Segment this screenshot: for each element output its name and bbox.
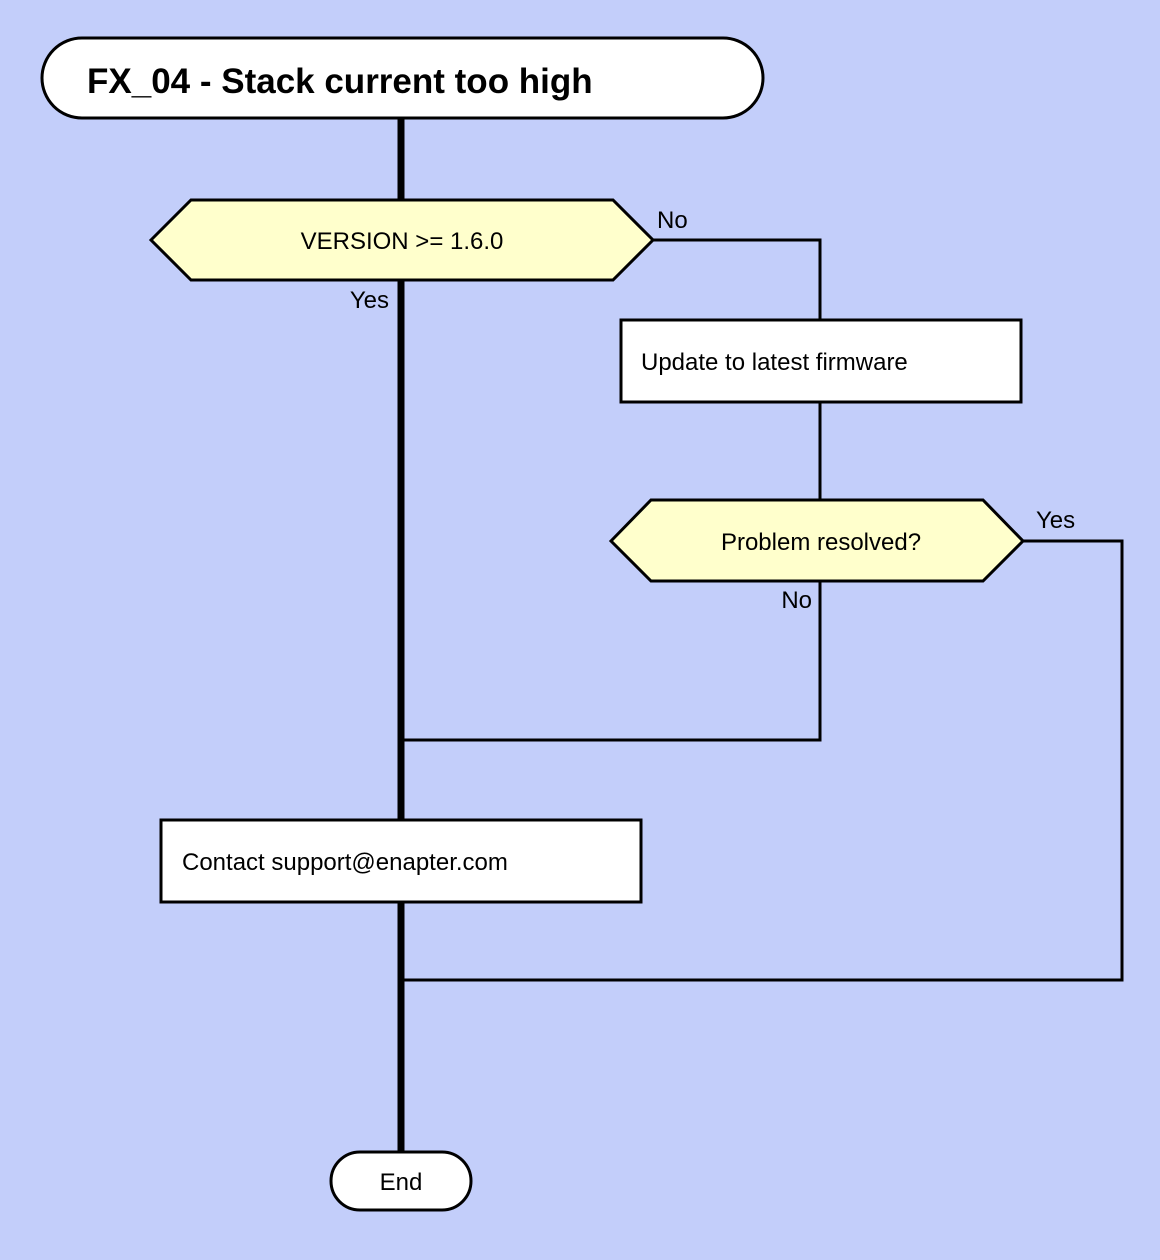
edge-label-version-no: No xyxy=(657,207,688,234)
node-end[interactable]: End xyxy=(329,1150,473,1212)
node-start[interactable]: FX_04 - Stack current too high xyxy=(40,36,765,120)
edge-resolved-yes xyxy=(401,539,1124,982)
edge-label-version-yes: Yes xyxy=(350,287,389,314)
edge-version-no xyxy=(653,238,822,320)
node-process-contact[interactable]: Contact support@enapter.com xyxy=(159,818,643,904)
node-process-contact-label: Contact support@enapter.com xyxy=(182,849,508,876)
node-process-update[interactable]: Update to latest firmware xyxy=(619,318,1023,404)
edge-label-resolved-no: No xyxy=(781,587,812,614)
node-decision-version-label: VERSION >= 1.6.0 xyxy=(301,228,504,255)
node-decision-version[interactable]: VERSION >= 1.6.0 xyxy=(148,198,656,282)
node-decision-resolved[interactable]: Problem resolved? xyxy=(608,498,1026,583)
node-process-update-label: Update to latest firmware xyxy=(641,349,908,376)
node-start-label: FX_04 - Stack current too high xyxy=(87,62,593,101)
edge-resolved-no xyxy=(401,581,822,742)
node-end-label: End xyxy=(380,1169,423,1196)
edge-label-resolved-yes: Yes xyxy=(1036,507,1075,534)
node-decision-resolved-label: Problem resolved? xyxy=(721,529,921,556)
